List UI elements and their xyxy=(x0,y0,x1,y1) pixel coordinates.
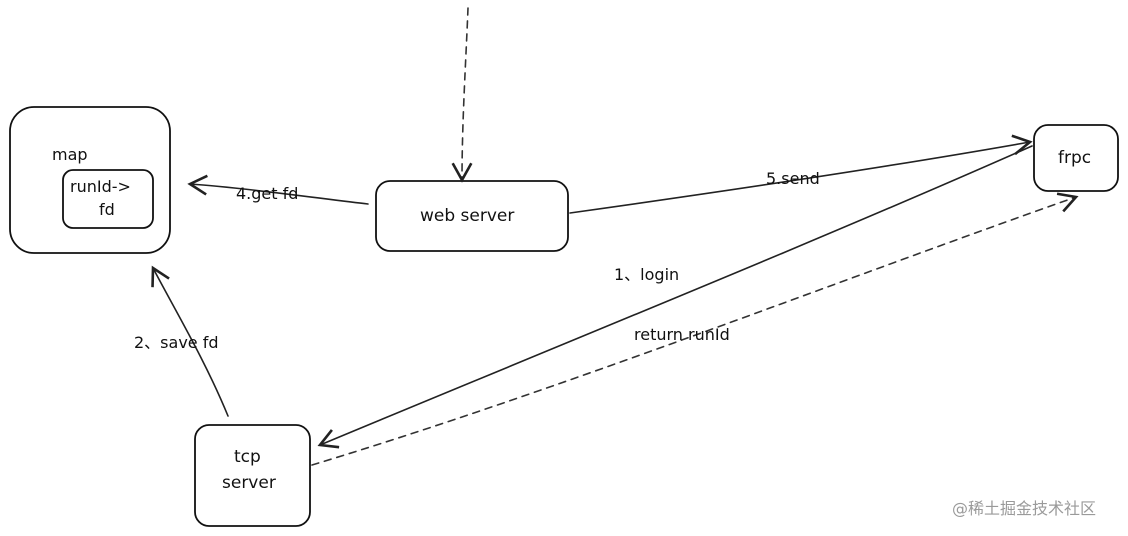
watermark-text: @稀土掘金技术社区 xyxy=(952,499,1096,518)
incoming-request-arrow xyxy=(451,7,473,183)
map-entry-box xyxy=(62,169,154,229)
frpc-node: frpc xyxy=(1033,124,1119,192)
web-server-label: web server xyxy=(420,206,514,226)
return-runid-label: return runId xyxy=(634,325,730,344)
web-server-node: web server xyxy=(375,180,569,252)
get-fd-arrow xyxy=(187,174,369,205)
map-label: map xyxy=(52,145,88,164)
tcp-server-label-line2: server xyxy=(222,473,276,493)
send-label: 5.send xyxy=(766,169,820,188)
map-node: map runId-> fd xyxy=(9,106,171,254)
return-runid-arrow xyxy=(311,192,1079,466)
tcp-server-label-line1: tcp xyxy=(234,447,261,467)
login-arrow xyxy=(317,145,1033,449)
send-arrow xyxy=(569,134,1033,214)
tcp-server-box xyxy=(194,424,311,527)
frpc-label: frpc xyxy=(1058,148,1091,168)
map-entry-value: fd xyxy=(99,200,115,219)
frpc-box xyxy=(1033,124,1119,192)
tcp-server-node: tcp server xyxy=(194,424,311,527)
get-fd-label: 4.get fd xyxy=(236,184,298,203)
save-fd-arrow xyxy=(151,265,229,417)
save-fd-label: 2、save fd xyxy=(134,333,219,352)
map-box xyxy=(9,106,171,254)
map-entry-key: runId-> xyxy=(70,177,131,196)
login-label: 1、login xyxy=(614,265,679,284)
